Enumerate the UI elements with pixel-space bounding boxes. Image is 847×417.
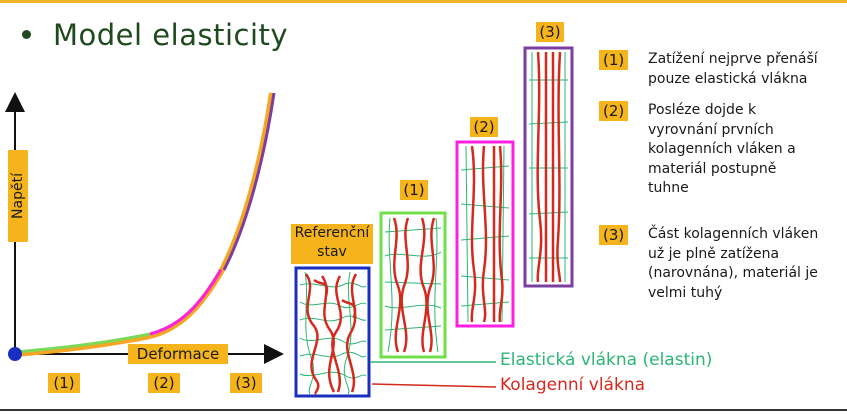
legend-text-3: Část kolagenních vláken už je plně zatíž… bbox=[648, 226, 819, 301]
legend-num-3: (3) bbox=[599, 225, 629, 245]
phase-label-1: (1) bbox=[48, 373, 80, 393]
curve-phase3 bbox=[222, 92, 276, 271]
phase1-fiber-box bbox=[379, 211, 447, 359]
curve-underlay-phase2 bbox=[149, 268, 225, 339]
phase2-collagen-fibers bbox=[470, 145, 504, 323]
legend-text-1: Zatížení nejprve přenáší pouze elastická… bbox=[648, 51, 818, 87]
phase3-collagen-fibers bbox=[536, 51, 562, 283]
box2-label: (2) bbox=[470, 117, 498, 137]
x-axis-label: Deformace bbox=[128, 344, 228, 364]
collagen-fiber-label: Kolagenní vlákna bbox=[500, 375, 646, 395]
collagen-pointer-line bbox=[371, 383, 497, 388]
bottom-divider bbox=[0, 409, 847, 411]
elastin-fiber-label: Elastická vlákna (elastin) bbox=[500, 350, 713, 370]
box3-label: (3) bbox=[536, 22, 564, 42]
y-axis-label: Napětí bbox=[8, 150, 28, 242]
phase-label-3: (3) bbox=[230, 373, 262, 393]
curve-underlay-phase1 bbox=[14, 333, 151, 357]
box1-label: (1) bbox=[400, 180, 428, 200]
top-accent-line bbox=[0, 0, 847, 3]
bullet-icon bbox=[22, 29, 31, 39]
phase-label-2: (2) bbox=[148, 373, 180, 393]
curve-phase2 bbox=[149, 267, 224, 336]
y-axis-label-text: Napětí bbox=[10, 173, 26, 219]
curve-phase1 bbox=[14, 332, 151, 354]
reference-collagen-fibers bbox=[304, 273, 358, 395]
phase1-collagen-fibers bbox=[392, 217, 436, 353]
legend-text-2: Posléze dojde k vyrovnání prvních kolage… bbox=[648, 102, 796, 196]
curve-underlay-phase3 bbox=[219, 92, 275, 272]
reference-state-label: Referenční stav bbox=[291, 224, 373, 264]
phase3-fiber-box bbox=[523, 46, 574, 288]
slide-title: Model elasticity bbox=[22, 18, 288, 52]
legend-num-2: (2) bbox=[599, 101, 629, 121]
legend-num-1: (1) bbox=[599, 50, 629, 70]
phase3-elastin-fibers bbox=[528, 52, 569, 282]
origin-point bbox=[8, 347, 22, 361]
slide-title-text: Model elasticity bbox=[53, 18, 289, 52]
